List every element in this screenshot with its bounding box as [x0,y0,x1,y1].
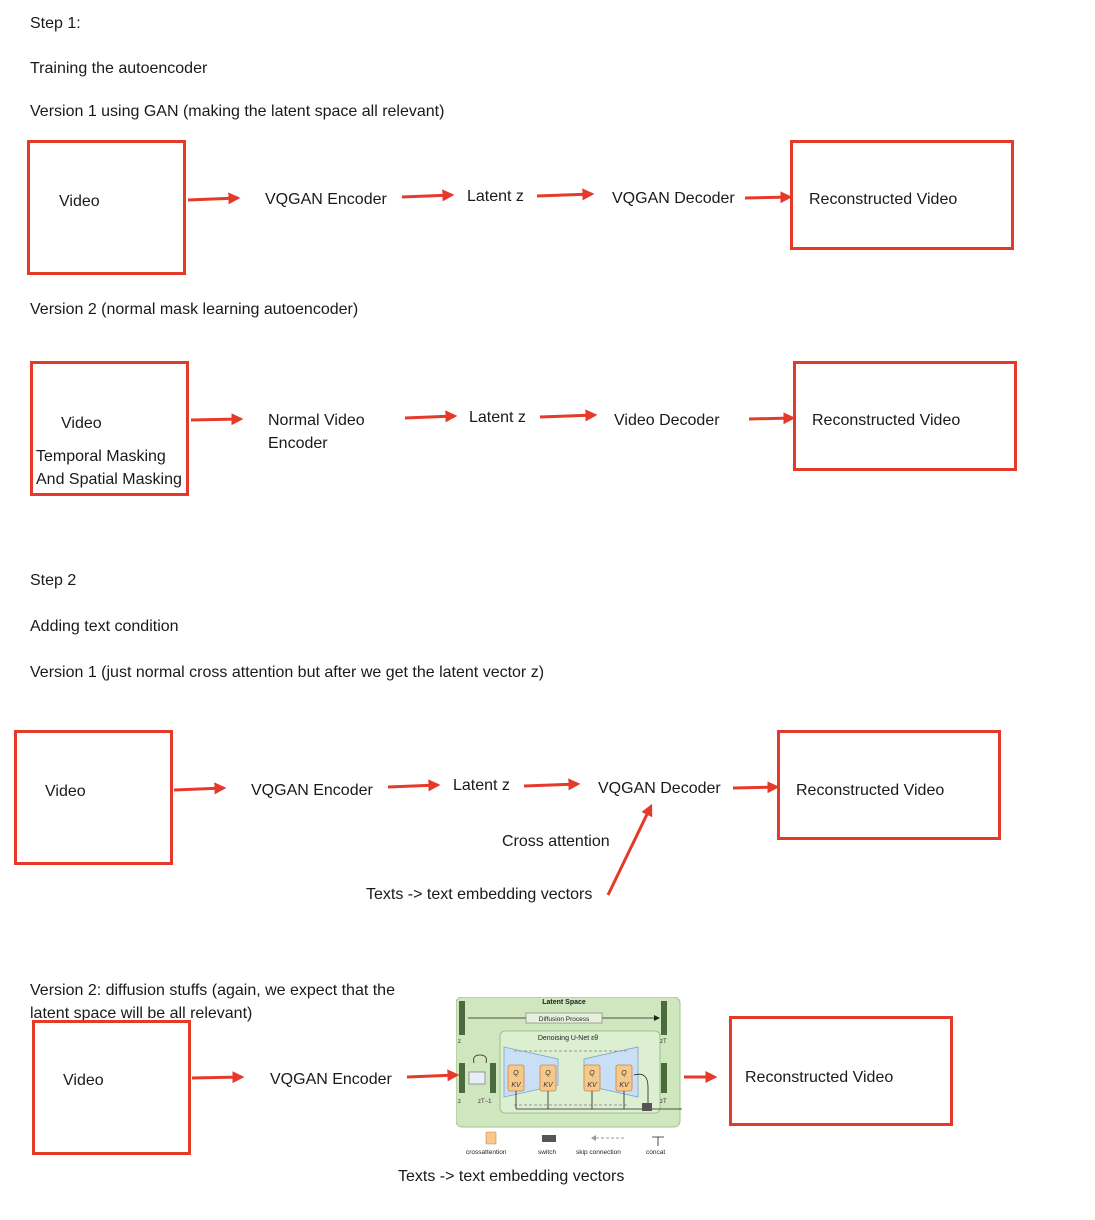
svg-text:Q: Q [589,1070,595,1077]
step2-v1-cross-attention-label: Cross attention [502,833,610,850]
step1-v2-video-box [30,361,189,496]
step2-v1-title: Version 1 (just normal cross attention b… [30,664,545,681]
legend-concat: concat [646,1149,665,1156]
step1-v2-latent-label: Latent z [469,409,526,426]
arrow-s1v2-decoder-output [748,412,796,425]
step1-v2-encoder-line2: Encoder [268,435,328,452]
step1-v2-title: Version 2 (normal mask learning autoenco… [30,301,359,318]
arrow-s1v2-video-encoder [190,413,244,426]
zT1-label: zT−1 [478,1099,492,1105]
svg-text:KV: KV [587,1082,598,1089]
arrow-s2v1-latent-decoder [523,778,581,791]
zT-bar-input [661,1063,667,1093]
step1-v2-masking-line2: And Spatial Masking [36,471,182,488]
switch-box [468,1071,486,1085]
svg-text:KV: KV [619,1082,630,1089]
arrow-s2v2-encoder-figure [406,1069,460,1082]
arrow-s1v1-latent-decoder [536,188,595,201]
step1-v1-video-box [27,140,186,275]
svg-text:Q: Q [621,1070,627,1077]
svg-text:KV: KV [543,1082,554,1089]
arrow-s1v1-decoder-output [744,191,793,204]
legend-switch-icon [542,1135,556,1142]
step1-v1-encoder-label: VQGAN Encoder [265,191,387,208]
zT1-bar [490,1063,496,1093]
arrow-s1v1-video-encoder [187,192,241,205]
step1-v1-video-label: Video [59,193,100,210]
legend-switch: switch [538,1149,556,1156]
step2-subtitle: Adding text condition [30,618,179,635]
step2-v1-text-input-label: Texts -> text embedding vectors [366,886,593,903]
legend-crossattention-icon [485,1131,497,1145]
z-bar-left [459,1001,465,1035]
arrow-s1v1-encoder-latent [401,189,455,202]
step2-v2-title: Version 2: diffusion stuffs (again, we e… [30,982,395,1022]
arrow-s1v2-latent-decoder [539,409,598,422]
z-label-bottom: z [458,1099,461,1105]
arrow-s2v1-decoder-output [732,781,780,794]
arrow-s1v2-encoder-latent [404,410,458,423]
step2-v1-decoder-label: VQGAN Decoder [598,780,721,797]
svg-text:Q: Q [513,1070,519,1077]
diffusion-process-label: Diffusion Process [539,1016,590,1023]
latent-space-title: Latent Space [542,999,586,1006]
diffusion-process-box [525,1012,603,1024]
step1-subtitle: Training the autoencoder [30,60,208,77]
step2-v1-video-box [14,730,173,865]
step2-v2-output-label: Reconstructed Video [745,1069,894,1086]
step2-v2-video-box [32,1020,191,1155]
step2-v1-encoder-label: VQGAN Encoder [251,782,373,799]
step2-v2-output-box [729,1016,953,1126]
step1-v1-output-label: Reconstructed Video [809,191,958,208]
zT-bar-right [661,1001,667,1035]
latent-diffusion-figure: Latent Space Diffusion Process Denoising… [456,997,682,1156]
step1-v1-latent-label: Latent z [467,188,524,205]
step1-v2-decoder-label: Video Decoder [614,412,720,429]
step2-v2-encoder-label: VQGAN Encoder [270,1071,392,1088]
z-label-top: z [458,1039,461,1045]
step2-v1-latent-label: Latent z [453,777,510,794]
z-bar-input [459,1063,465,1093]
legend-concat-icon [652,1136,664,1146]
step1-v1-decoder-label: VQGAN Decoder [612,190,735,207]
arrow-s2v1-encoder-latent [387,779,441,792]
arrow-s2v1-video-encoder [173,782,227,795]
arrow-s2v1-text-to-decoder [606,803,653,896]
svg-text:KV: KV [511,1082,522,1089]
legend-skip-connection: skip connection [576,1149,621,1156]
step1-v2-output-label: Reconstructed Video [812,412,961,429]
zT-label-top: zT [660,1039,667,1045]
step2-v1-output-label: Reconstructed Video [796,782,945,799]
step1-v2-video-label: Video [61,415,102,432]
step2-v1-video-label: Video [45,783,86,800]
step2-v2-text-input-label: Texts -> text embedding vectors [398,1168,625,1185]
step1-v2-masking-line1: Temporal Masking [36,448,166,465]
step2-heading: Step 2 [30,572,77,589]
step2-v2-video-label: Video [63,1072,104,1089]
step1-v2-encoder-line1: Normal Video [268,412,365,429]
denoising-unet-label: Denoising U-Net εθ [538,1035,598,1042]
zT-label-bottom: zT [660,1099,667,1105]
step1-heading: Step 1: [30,15,81,32]
step1-v1-title: Version 1 using GAN (making the latent s… [30,103,445,120]
legend-crossattention: crossattention [466,1149,507,1156]
arrow-s2v2-video-encoder [191,1071,245,1084]
svg-text:Q: Q [545,1070,551,1077]
